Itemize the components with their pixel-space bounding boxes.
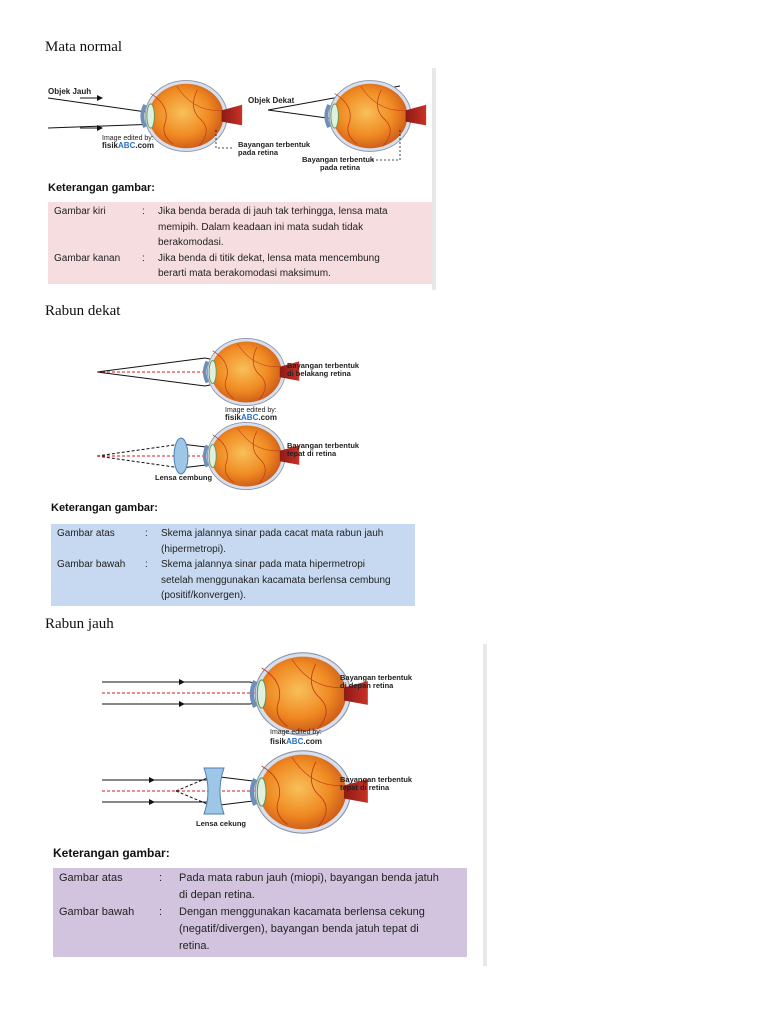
- diagram-rabun-dekat: Bayangan terbentuk di belakang retina Im…: [95, 332, 395, 494]
- convex-lens: [173, 437, 189, 475]
- caption-top-line2: di belakang retina: [287, 369, 352, 378]
- row-label: Gambar kiri: [54, 206, 106, 217]
- row-colon: :: [159, 872, 163, 884]
- keterangan-table: Gambar atas : Pada mata rabun jauh (miop…: [53, 868, 467, 957]
- row-label: Gambar bawah: [57, 559, 126, 570]
- eye-illustration-right: [324, 78, 428, 154]
- keterangan-row: Gambar kanan : Jika benda di titik dekat…: [54, 251, 426, 282]
- caption-left-line2: pada retina: [238, 148, 279, 157]
- lens-label: Lensa cekung: [196, 819, 246, 828]
- row-colon: :: [142, 206, 145, 217]
- caption-bottom-line1: Bayangan terbentuk: [340, 775, 413, 784]
- row-desc: Pada mata rabun jauh (miopi), bayangan b…: [179, 872, 439, 901]
- caption-left-line1: Bayangan terbentuk: [238, 140, 311, 149]
- keterangan-row: Gambar bawah : Skema jalannya sinar pada…: [57, 557, 409, 604]
- row-colon: :: [145, 528, 148, 539]
- figure-panel-rabun-jauh: Bayangan terbentuk di depan retina Image…: [45, 644, 483, 966]
- keterangan-row: Gambar atas : Pada mata rabun jauh (miop…: [59, 870, 461, 904]
- section-heading-mata-normal: Mata normal: [45, 39, 123, 55]
- caption-right-line2: pada retina: [320, 163, 361, 172]
- keterangan-title: Keterangan gambar:: [53, 846, 170, 860]
- diagram-mata-normal: Objek Jauh Image edited by: fisikABC.com…: [40, 68, 432, 178]
- caption-top-line2: di depan retina: [340, 681, 394, 690]
- brand-fisikabc: fisikABC.com: [102, 141, 154, 150]
- keterangan-title: Keterangan gambar:: [51, 502, 158, 514]
- lens-label: Lensa cembung: [155, 473, 213, 482]
- eye-illustration-bottom: [202, 420, 301, 492]
- concave-lens: [203, 767, 225, 815]
- row-desc: Skema jalannya sinar pada cacat mata rab…: [161, 528, 384, 555]
- keterangan-table: Gambar kiri : Jika benda berada di jauh …: [48, 202, 432, 284]
- brand-fisikabc: fisikABC.com: [225, 413, 277, 422]
- row-label: Gambar kanan: [54, 252, 121, 264]
- row-colon: :: [145, 559, 148, 570]
- image-credit: Image edited by:: [102, 135, 154, 142]
- row-label: Gambar atas: [59, 872, 123, 884]
- figure-panel-mata-normal: Objek Jauh Image edited by: fisikABC.com…: [40, 68, 432, 290]
- label-objek-dekat: Objek Dekat: [248, 96, 295, 105]
- section-heading-rabun-jauh: Rabun jauh: [45, 616, 114, 632]
- row-colon: :: [159, 906, 163, 918]
- diagram-rabun-jauh: Bayangan terbentuk di depan retina Image…: [100, 644, 430, 834]
- panel-edge: [483, 644, 487, 966]
- row-label: Gambar bawah: [59, 906, 135, 918]
- eye-illustration-top: [252, 653, 368, 735]
- label-objek-jauh: Objek Jauh: [48, 87, 91, 96]
- figure-panel-rabun-dekat: Bayangan terbentuk di belakang retina Im…: [45, 332, 415, 606]
- caption-top-line1: Bayangan terbentuk: [287, 361, 360, 370]
- keterangan-table: Gambar atas : Skema jalannya sinar pada …: [51, 524, 415, 606]
- caption-bottom-line2: tepat di retina: [340, 783, 390, 792]
- image-credit: Image edited by:: [225, 407, 277, 414]
- eye-illustration-left: [140, 78, 244, 154]
- row-desc: Dengan menggunakan kacamata berlensa cek…: [179, 906, 425, 952]
- panel-edge: [432, 68, 436, 290]
- row-desc: Jika benda berada di jauh tak terhingga,…: [158, 206, 388, 248]
- eye-illustration-bottom: [252, 751, 368, 833]
- caption-right-line1: Bayangan terbentuk: [302, 155, 375, 164]
- row-colon: :: [142, 252, 145, 264]
- caption-bottom-line2: tepat di retina: [287, 449, 337, 458]
- keterangan-row: Gambar kiri : Jika benda berada di jauh …: [54, 204, 426, 251]
- row-desc: Jika benda di titik dekat, lensa mata me…: [158, 252, 380, 280]
- section-heading-rabun-dekat: Rabun dekat: [45, 303, 121, 319]
- row-label: Gambar atas: [57, 528, 115, 539]
- image-credit: Image edited by:: [270, 729, 322, 736]
- keterangan-title: Keterangan gambar:: [48, 182, 155, 194]
- caption-top-line1: Bayangan terbentuk: [340, 673, 413, 682]
- eye-illustration-top: [202, 336, 301, 408]
- caption-bottom-line1: Bayangan terbentuk: [287, 441, 360, 450]
- row-desc: Skema jalannya sinar pada mata hipermetr…: [161, 559, 391, 601]
- keterangan-row: Gambar bawah : Dengan menggunakan kacama…: [59, 904, 461, 955]
- brand-fisikabc: fisikABC.com: [270, 737, 322, 746]
- keterangan-row: Gambar atas : Skema jalannya sinar pada …: [57, 526, 409, 557]
